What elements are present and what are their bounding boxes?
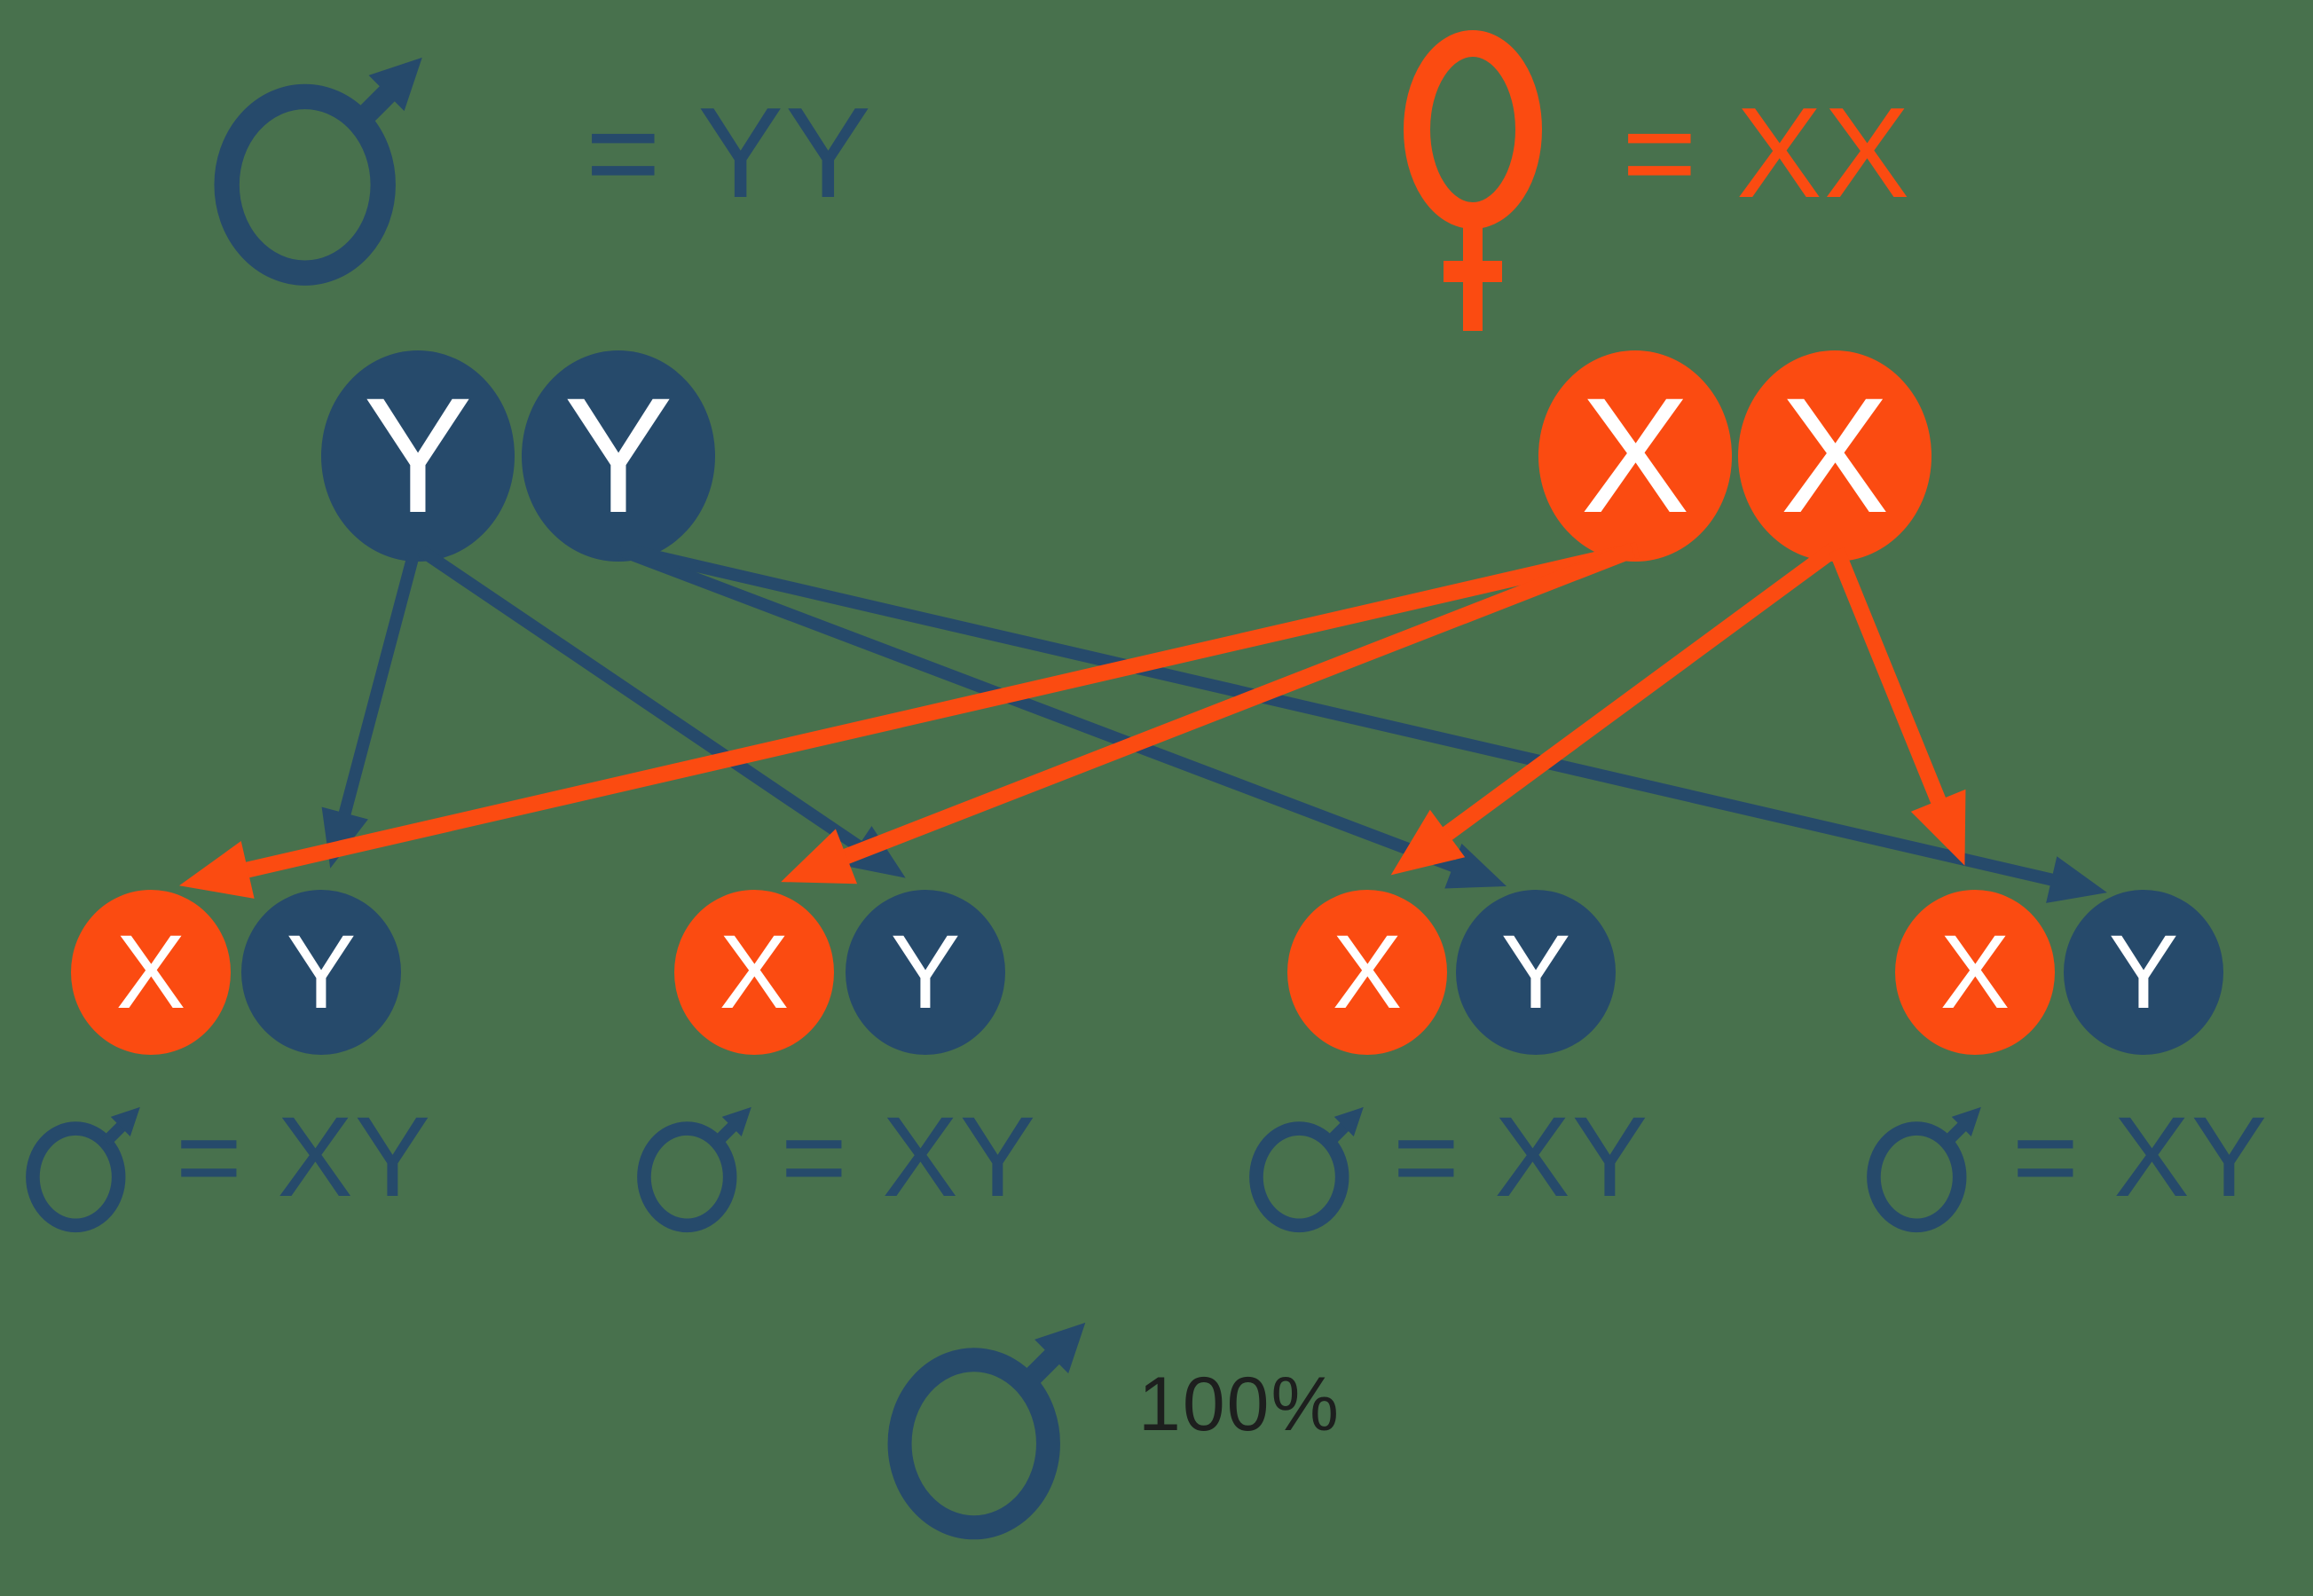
father-genotype-text: = YY (586, 81, 873, 224)
chromosome-letter: X (1332, 914, 1403, 1031)
arrow-father-y1-to-offspring2-y (417, 545, 906, 878)
offspring-3-genotype-text: = XY (1393, 1094, 1650, 1221)
chromosome-letter: Y (2108, 914, 2179, 1031)
offspring-1-y: Y (241, 890, 401, 1055)
arrow-mother-x1-to-offspring2-x (781, 542, 1636, 884)
arrow-mother-x1-to-offspring1-x (178, 542, 1640, 899)
male-symbol-icon (1240, 1097, 1379, 1236)
chromosome-letter: Y (890, 914, 961, 1031)
father-chromosome-2: Y (522, 350, 715, 562)
female-symbol-icon (1404, 30, 1542, 331)
chromosome-letter: X (1939, 914, 2010, 1031)
mother-chromosome-2: X (1738, 350, 1931, 562)
offspring-2-genotype-text: = XY (781, 1094, 1038, 1221)
arrow-father-y1-to-offspring1-y (321, 546, 421, 869)
arrow-mother-x2-to-offspring3-x (1390, 543, 1838, 876)
chromosome-letter: X (1580, 364, 1690, 547)
mother-chromosome-1: X (1538, 350, 1732, 562)
chromosome-letter: X (1780, 364, 1890, 547)
male-symbol-icon (872, 1306, 1112, 1545)
offspring-1-genotype-text: = XY (176, 1094, 433, 1221)
chromosome-letter: Y (1500, 914, 1571, 1031)
chromosome-letter: X (115, 914, 186, 1031)
mother-genotype-text: = XX (1622, 81, 1912, 224)
arrow-father-y2-to-offspring3-y (618, 544, 1507, 889)
offspring-1-x: X (71, 890, 231, 1055)
chromosome-letter: Y (286, 914, 357, 1031)
chromosome-letter: X (719, 914, 790, 1031)
offspring-3-x: X (1287, 890, 1447, 1055)
offspring-2-x: X (674, 890, 834, 1055)
male-symbol-icon (17, 1097, 155, 1236)
offspring-2-y: Y (846, 890, 1005, 1055)
male-percentage-text: 100% (1138, 1362, 1341, 1447)
offspring-4-x: X (1895, 890, 2055, 1055)
chromosome-letter: Y (563, 364, 673, 547)
arrow-mother-x2-to-offspring4-x (1829, 546, 1966, 866)
offspring-3-y: Y (1456, 890, 1616, 1055)
offspring-4-genotype-text: = XY (2012, 1094, 2270, 1221)
offspring-4-y: Y (2064, 890, 2223, 1055)
male-symbol-icon (1858, 1097, 1996, 1236)
male-symbol-icon (198, 40, 450, 292)
chromosome-letter: Y (363, 364, 473, 547)
male-symbol-icon (628, 1097, 767, 1236)
father-chromosome-1: Y (321, 350, 515, 562)
arrow-father-y2-to-offspring4-y (618, 542, 2107, 903)
